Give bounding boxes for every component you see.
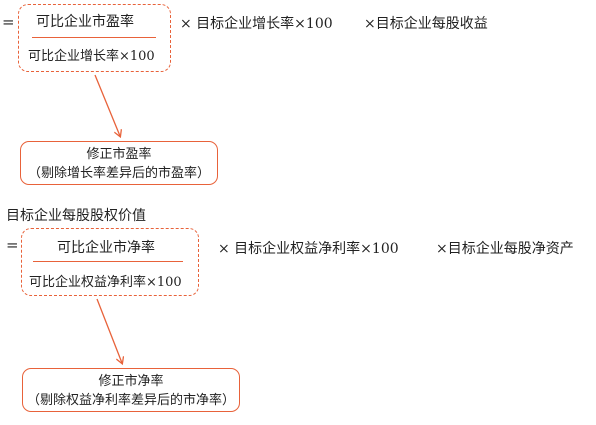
- term-target-growth: × 目标企业增长率×100: [180, 16, 333, 32]
- section-heading-equity-value: 目标企业每股股权价值: [6, 208, 146, 224]
- equals-sign-1: =: [2, 13, 15, 31]
- equals-sign-2: =: [6, 236, 19, 254]
- note-desc-adjusted-pb: （剔除权益净利率差异后的市净率）: [26, 393, 235, 408]
- fraction-box-pb: 可比企业市净率 可比企业权益净利率×100: [21, 228, 199, 296]
- denominator-comparable-growth: 可比企业增长率×100: [28, 49, 155, 64]
- note-title-adjusted-pe: 修正市盈率: [86, 147, 152, 162]
- term-target-roe: × 目标企业权益净利率×100: [218, 241, 399, 257]
- fraction-box-pe: 可比企业市盈率 可比企业增长率×100: [18, 4, 171, 72]
- numerator-comparable-pe: 可比企业市盈率: [36, 14, 134, 30]
- fraction-line-1: [32, 37, 156, 38]
- fraction-line-2: [33, 261, 183, 262]
- note-title-adjusted-pb: 修正市净率: [98, 374, 164, 389]
- note-box-adjusted-pe: 修正市盈率 （剔除增长率差异后的市盈率）: [20, 141, 218, 185]
- denominator-comparable-roe: 可比企业权益净利率×100: [29, 275, 182, 290]
- note-desc-adjusted-pe: （剔除增长率差异后的市盈率）: [27, 166, 210, 181]
- arrow-to-adjusted-pe: [94, 74, 120, 136]
- note-box-adjusted-pb: 修正市净率 （剔除权益净利率差异后的市净率）: [22, 368, 240, 412]
- numerator-comparable-pb: 可比企业市净率: [57, 240, 155, 256]
- arrow-to-adjusted-pb: [96, 298, 122, 363]
- term-target-eps: ×目标企业每股收益: [364, 16, 488, 32]
- term-target-bvps: ×目标企业每股净资产: [436, 241, 574, 257]
